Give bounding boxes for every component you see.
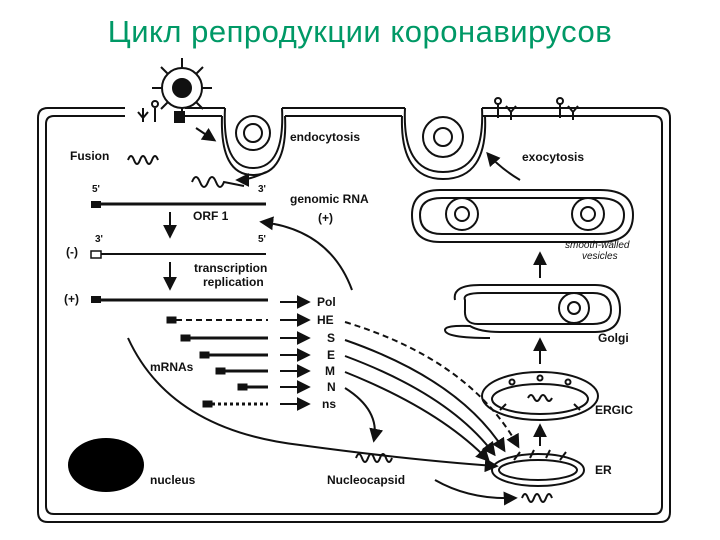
protein-label-he: HE xyxy=(317,313,334,327)
endocytosis-label: endocytosis xyxy=(290,130,360,144)
mrnas-label: mRNAs xyxy=(150,360,194,374)
genome-cap xyxy=(91,201,101,208)
golgi-label: Golgi xyxy=(598,331,629,345)
released-rna-coil xyxy=(191,176,245,188)
plus-strand-cap xyxy=(91,296,101,303)
slide-title: Цикл репродукции коронавирусов xyxy=(107,14,613,49)
replication-return-arrow xyxy=(259,216,353,291)
entry-arrow xyxy=(195,127,217,142)
nucleus-shape xyxy=(68,438,144,492)
nucleus-label: nucleus xyxy=(150,473,196,487)
protein-arrows xyxy=(280,295,311,411)
mrna-set xyxy=(166,316,268,408)
exocytosis-arrow xyxy=(486,151,521,181)
fusion-rna-coil xyxy=(127,155,159,165)
five-prime-label: 5' xyxy=(92,184,100,195)
membrane-receptors xyxy=(137,97,579,123)
protein-routes xyxy=(127,321,520,473)
exocytosis-label: exocytosis xyxy=(522,150,584,164)
nucleocapsid-label: Nucleocapsid xyxy=(327,473,405,487)
three-prime-label: 3' xyxy=(258,184,266,195)
ergic-label: ERGIC xyxy=(595,403,633,417)
smooth-walled-vesicle xyxy=(410,189,635,243)
virion-icon xyxy=(152,58,212,118)
transcription-label: transcription xyxy=(194,261,267,275)
nucleocapsid-coil xyxy=(355,453,393,463)
plus-strand-label: (+) xyxy=(64,292,79,306)
fusion-label: Fusion xyxy=(70,149,109,163)
endocytosis-pocket xyxy=(220,107,287,177)
minus-strand-end xyxy=(90,250,102,259)
three-prime-minus-label: 3' xyxy=(95,234,103,245)
five-prime-minus-label: 5' xyxy=(258,234,266,245)
protein-label-e: E xyxy=(327,348,335,362)
vesicles-label: vesicles xyxy=(582,251,618,262)
er-label: ER xyxy=(595,463,612,477)
smooth-walled-label: smooth-walled xyxy=(565,240,630,251)
orf1-label: ORF 1 xyxy=(193,209,229,223)
protein-label-n: N xyxy=(327,380,336,394)
cell-membrane xyxy=(37,107,671,523)
genomic-rna-sense-label: (+) xyxy=(318,211,333,225)
er-compartment xyxy=(491,449,585,487)
uncoating-arrow xyxy=(235,171,267,187)
replication-label: replication xyxy=(203,275,264,289)
nucleocapsid-coil-2 xyxy=(521,493,553,503)
minus-strand-label: (-) xyxy=(66,245,78,259)
genomic-rna-label: genomic RNA xyxy=(290,192,369,206)
protein-label-pol: Pol xyxy=(317,295,336,309)
ergic-compartment xyxy=(481,371,599,421)
protein-label-ns: ns xyxy=(322,397,336,411)
protein-label-m: M xyxy=(325,364,335,378)
protein-label-s: S xyxy=(327,331,335,345)
exocytosis-pocket xyxy=(400,107,487,181)
golgi-compartment xyxy=(443,284,622,339)
nucleocapsid-arrow xyxy=(434,479,518,506)
